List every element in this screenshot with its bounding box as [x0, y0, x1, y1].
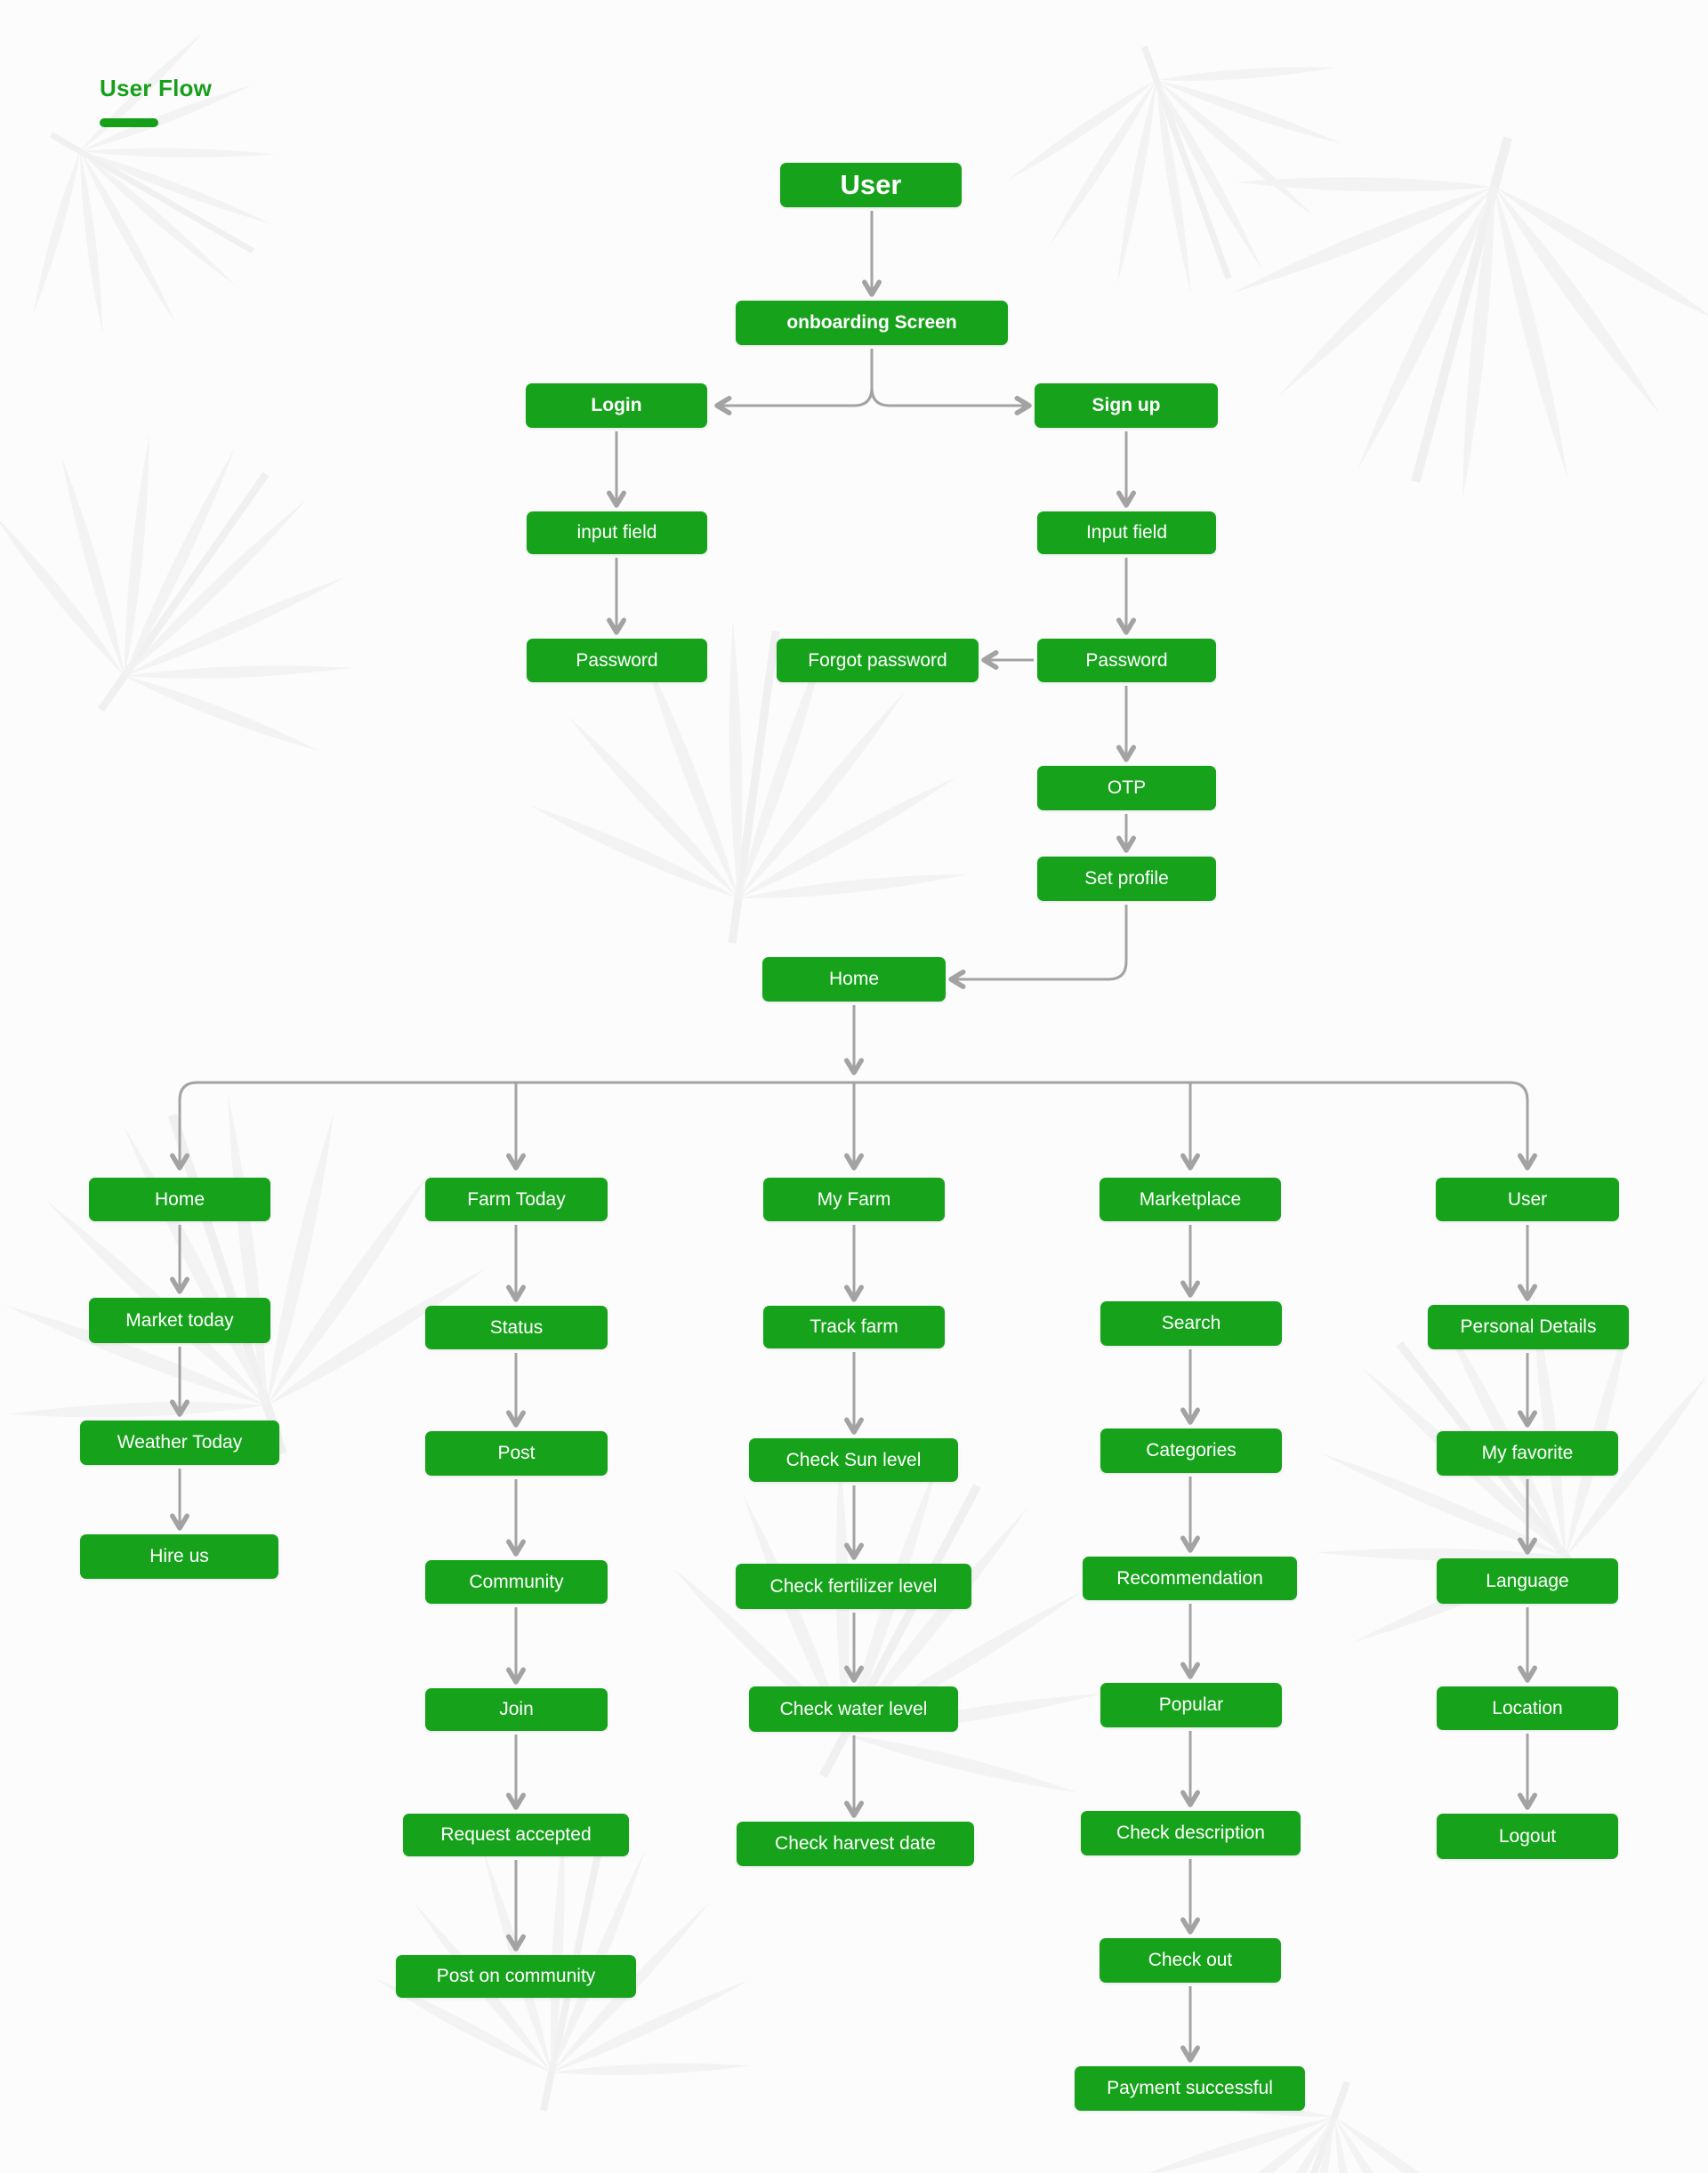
node-otp[interactable]: OTP [1037, 766, 1216, 810]
node-password-signup-label: Password [1085, 649, 1168, 671]
node-track-farm-label: Track farm [810, 1316, 898, 1337]
node-set-profile[interactable]: Set profile [1037, 857, 1216, 901]
node-language-label: Language [1486, 1570, 1569, 1591]
node-check-description-label: Check description [1116, 1823, 1265, 1843]
page-title: User Flow [100, 75, 213, 101]
node-marketplace-label: Marketplace [1139, 1188, 1242, 1210]
node-location-label: Location [1492, 1697, 1563, 1718]
node-payment-successful[interactable]: Payment successful [1075, 2066, 1305, 2111]
node-location[interactable]: Location [1437, 1686, 1618, 1730]
title-underline [100, 118, 158, 127]
node-input-field-login-label: input field [576, 522, 657, 543]
edge-onboarding-to-login [714, 349, 874, 415]
node-check-water-level-label: Check water level [779, 1698, 928, 1719]
node-status[interactable]: Status [425, 1306, 608, 1349]
node-login-label: Login [591, 395, 642, 415]
node-user-label: User [840, 169, 902, 200]
node-nav-home-label: Home [154, 1188, 205, 1210]
node-post-label: Post [497, 1443, 536, 1463]
node-market-today[interactable]: Market today [89, 1298, 270, 1343]
node-language[interactable]: Language [1437, 1558, 1618, 1604]
node-categories-label: Categories [1146, 1440, 1237, 1461]
node-sign-up-label: Sign up [1092, 395, 1161, 415]
node-popular-label: Popular [1158, 1694, 1224, 1715]
node-input-field-signup-label: Input field [1085, 522, 1168, 543]
node-search[interactable]: Search [1100, 1301, 1282, 1346]
node-market-today-label: Market today [125, 1309, 234, 1331]
node-nav-user[interactable]: User [1436, 1178, 1619, 1221]
node-post-on-community[interactable]: Post on community [396, 1955, 636, 1998]
node-check-water-level[interactable]: Check water level [749, 1686, 958, 1732]
node-onboarding-screen-label: onboarding Screen [786, 312, 957, 333]
node-set-profile-label: Set profile [1084, 868, 1169, 889]
node-weather-today-label: Weather Today [117, 1432, 243, 1453]
node-hire-us[interactable]: Hire us [80, 1534, 278, 1579]
node-recommendation-label: Recommendation [1116, 1567, 1263, 1589]
node-post[interactable]: Post [425, 1431, 608, 1476]
node-my-favorite[interactable]: My favorite [1437, 1431, 1618, 1476]
node-join[interactable]: Join [425, 1688, 608, 1731]
node-farm-today-label: Farm Today [467, 1188, 566, 1210]
node-recommendation[interactable]: Recommendation [1083, 1557, 1297, 1600]
node-home-label: Home [828, 969, 880, 989]
node-my-favorite-label: My favorite [1481, 1443, 1574, 1463]
node-my-farm[interactable]: My Farm [763, 1178, 945, 1221]
node-community-label: Community [469, 1571, 564, 1592]
node-personal-details[interactable]: Personal Details [1428, 1305, 1629, 1349]
node-check-fertilizer-level-label: Check fertilizer level [769, 1575, 938, 1597]
node-password-signup[interactable]: Password [1037, 639, 1216, 682]
node-otp-label: OTP [1107, 777, 1147, 798]
node-onboarding-screen[interactable]: onboarding Screen [736, 301, 1008, 345]
node-request-accepted[interactable]: Request accepted [403, 1814, 629, 1856]
node-personal-details-label: Personal Details [1460, 1316, 1597, 1337]
node-check-harvest-date-label: Check harvest date [775, 1833, 936, 1854]
edge-onboarding-to-signup [870, 349, 1032, 415]
node-check-out-label: Check out [1148, 1950, 1233, 1970]
node-check-sun-level[interactable]: Check Sun level [749, 1438, 958, 1482]
node-check-fertilizer-level[interactable]: Check fertilizer level [736, 1564, 971, 1609]
node-weather-today[interactable]: Weather Today [80, 1420, 279, 1465]
node-input-field-login[interactable]: input field [527, 511, 707, 554]
node-popular[interactable]: Popular [1100, 1683, 1282, 1727]
node-payment-successful-label: Payment successful [1107, 2078, 1273, 2098]
node-sign-up[interactable]: Sign up [1035, 383, 1218, 428]
node-user[interactable]: User [780, 163, 962, 207]
node-check-harvest-date[interactable]: Check harvest date [737, 1822, 974, 1866]
node-check-out[interactable]: Check out [1100, 1938, 1281, 1983]
node-hire-us-label: Hire us [149, 1546, 209, 1566]
node-search-label: Search [1161, 1313, 1221, 1333]
node-login[interactable]: Login [526, 383, 707, 428]
node-track-farm[interactable]: Track farm [763, 1306, 945, 1348]
node-forgot-password-label: Forgot password [808, 649, 947, 671]
edge-set-profile-to-home [948, 905, 1128, 989]
node-nav-home[interactable]: Home [89, 1178, 270, 1221]
node-join-label: Join [499, 1699, 534, 1719]
node-logout[interactable]: Logout [1437, 1814, 1618, 1859]
node-categories[interactable]: Categories [1100, 1429, 1282, 1473]
node-my-farm-label: My Farm [817, 1188, 891, 1210]
node-post-on-community-label: Post on community [436, 1966, 596, 1986]
node-input-field-signup[interactable]: Input field [1037, 511, 1216, 554]
node-community[interactable]: Community [425, 1560, 608, 1604]
node-farm-today[interactable]: Farm Today [425, 1178, 608, 1221]
node-home[interactable]: Home [762, 957, 946, 1002]
node-password-login[interactable]: Password [527, 639, 707, 682]
node-nav-user-label: User [1507, 1188, 1548, 1210]
node-check-description[interactable]: Check description [1081, 1811, 1301, 1855]
node-forgot-password[interactable]: Forgot password [777, 639, 979, 682]
node-request-accepted-label: Request accepted [440, 1824, 592, 1845]
node-status-label: Status [489, 1316, 544, 1338]
node-marketplace[interactable]: Marketplace [1100, 1178, 1281, 1221]
node-check-sun-level-label: Check Sun level [786, 1449, 922, 1470]
node-password-login-label: Password [576, 649, 658, 671]
node-logout-label: Logout [1498, 1825, 1557, 1847]
